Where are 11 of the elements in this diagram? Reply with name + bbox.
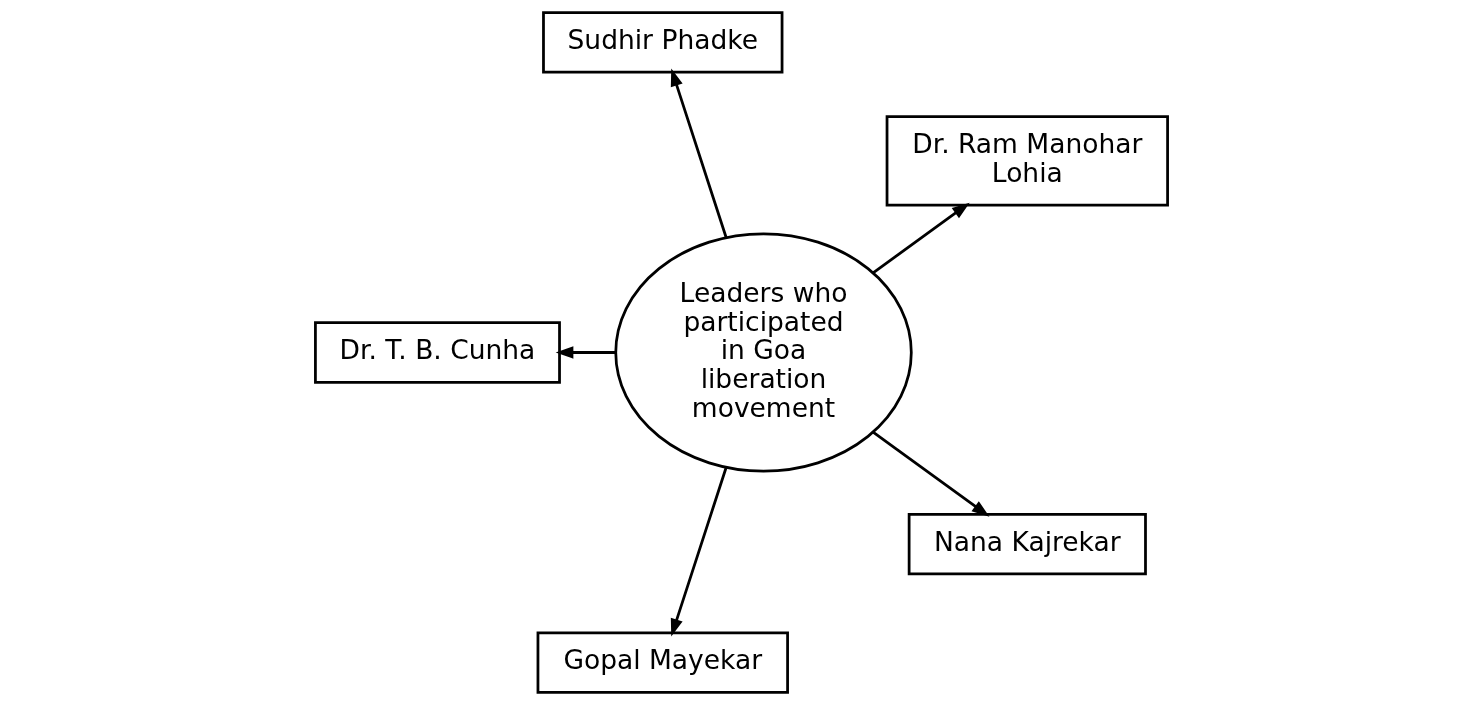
node-ellipse: Leaders who participated in Goa liberation movement xyxy=(613,232,913,473)
node-box: Nana Kajrekar xyxy=(907,512,1147,576)
arrow xyxy=(555,346,616,359)
arrow xyxy=(871,202,970,274)
arrow xyxy=(670,68,727,238)
node-box: Sudhir Phadke xyxy=(541,11,783,74)
arrow xyxy=(670,467,727,637)
node-box: Dr. T. B. Cunha xyxy=(313,321,561,384)
node-box: Gopal Mayekar xyxy=(536,631,789,694)
node-box: Dr. Ram Manohar Lohia xyxy=(885,115,1169,207)
arrow xyxy=(871,431,989,517)
